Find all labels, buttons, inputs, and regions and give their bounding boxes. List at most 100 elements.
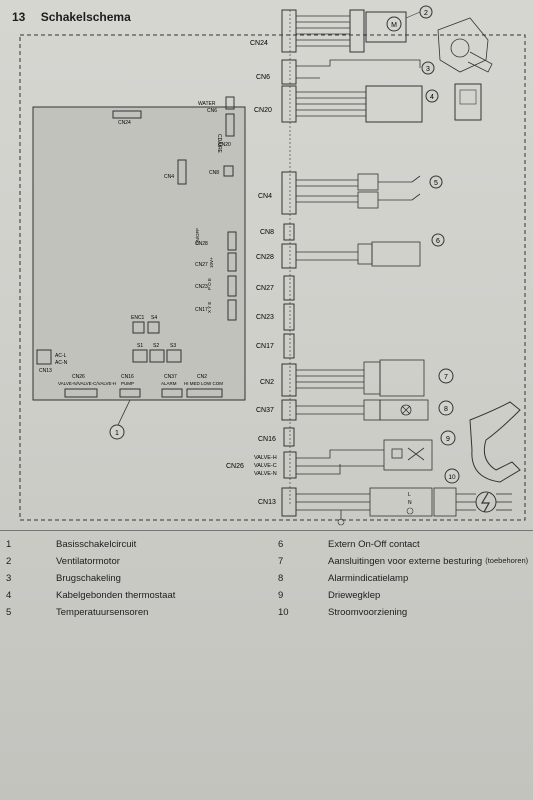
cn17-connector: [283, 333, 295, 359]
three-way-valve-illustration: [469, 401, 521, 483]
pcb-s1-switch: [132, 349, 148, 363]
pcb-cn6-label: CN6: [207, 108, 217, 114]
fan-motor-connector: [349, 9, 365, 53]
pcb-s3-label: S3: [170, 343, 176, 349]
legend-item: 6 Extern On-Off contact: [278, 539, 420, 550]
legend: 1 Basisschakelcircuit 2 Ventilatormotor …: [0, 530, 533, 631]
thermostat-box: [365, 85, 423, 123]
pcb-cdaire-label: CDAIRE: [216, 134, 222, 154]
pcb-enc1-label: ENC1: [131, 315, 145, 321]
cn28-label: CN28: [256, 254, 274, 261]
legend-item: 7 Aansluitingen voor externe besturing (…: [278, 556, 529, 567]
pcb-cn8-socket: [223, 165, 234, 177]
pcb-cn27-socket: [227, 252, 237, 272]
pcb-cn4-label: CN4: [164, 174, 174, 180]
pcb-cn16-socket: [119, 388, 141, 398]
cn20-label: CN20: [254, 107, 272, 114]
section-title: Schakelschema: [40, 10, 131, 24]
pcb-s2-label: S2: [153, 343, 159, 349]
callout-1: [109, 424, 125, 440]
cn4-connector: [281, 171, 297, 215]
callout-2: [419, 5, 433, 19]
callout-7: [438, 368, 454, 384]
callout-5-label: 5: [434, 180, 438, 187]
pcb-cn37-socket: [161, 388, 183, 398]
valve-n-label: VALVE-N: [254, 471, 277, 477]
cn27-label: CN27: [256, 285, 274, 292]
pcb-cn4-socket: [177, 159, 187, 185]
cn27-connector: [283, 275, 295, 301]
cn23-label: CN23: [256, 314, 274, 321]
section-heading: 13 Schakelschema: [12, 10, 143, 24]
cn13-label: CN13: [258, 499, 276, 506]
pcb-s1-label: S1: [137, 343, 143, 349]
fan-motor-illustration: [437, 17, 493, 73]
callout-3: [421, 61, 435, 75]
callout-3-label: 3: [426, 66, 430, 73]
pcb-cn28-label: CN28: [195, 241, 208, 247]
callout-8-label: 8: [444, 406, 448, 413]
pcb-cn26-label: CN26: [72, 374, 85, 380]
cn2-connector: [281, 363, 297, 397]
pcb-s4-label: S4: [151, 315, 157, 321]
pcb-cn26-socket: [64, 388, 98, 398]
chassis-ground-icon: [337, 518, 345, 526]
pcb-cn6-socket: [225, 96, 235, 110]
cn13-connector: [281, 487, 297, 517]
callout-1-label: 1: [115, 430, 119, 437]
motor-icon: [386, 16, 402, 32]
cn26-connector: [283, 451, 297, 479]
power-l-label: L: [408, 492, 411, 498]
pcb-cn17-label: CN17: [195, 307, 208, 313]
valve-h-label: VALVE-H: [254, 455, 277, 461]
enclosure-outline: [19, 34, 526, 521]
callout-10-label: 10: [448, 474, 456, 481]
pcb-cn24-label: CN24: [118, 120, 131, 126]
legend-item: 3 Brugschakeling: [6, 573, 121, 584]
cn6-label: CN6: [256, 74, 270, 81]
pcb-cn23-label: CN23: [195, 284, 208, 290]
pcb-cn13-label: CN13: [39, 368, 52, 374]
callout-2-label: 2: [424, 10, 428, 17]
ground-symbol-icon: [406, 507, 414, 515]
pcb-cn28-socket: [227, 231, 237, 251]
legend-item: 8 Alarmindicatielamp: [278, 573, 409, 584]
cn6-connector: [281, 59, 297, 85]
legend-item: 4 Kabelgebonden thermostaat: [6, 590, 176, 601]
pcb-onoff-label: ON/OFF: [195, 228, 200, 245]
legend-item: 5 Temperatuursensoren: [6, 607, 149, 618]
thermostat-illustration: [454, 83, 482, 121]
pcb-poe-label: P O E: [207, 278, 212, 290]
pcb-acn-label: AC-N: [55, 360, 68, 366]
cn8-label: CN8: [260, 229, 274, 236]
cn16-connector: [283, 427, 295, 447]
cn37-connector: [281, 399, 297, 421]
legend-item: 10 Stroomvoorziening: [278, 607, 408, 618]
power-n-label: N: [408, 500, 412, 506]
pcb-cn23-socket: [227, 275, 237, 297]
pcb-pump-label: PUMP: [121, 381, 134, 386]
power-supply-icon: [475, 491, 497, 513]
callout-7-label: 7: [444, 374, 448, 381]
callout-9: [440, 430, 456, 446]
pcb-cn2-socket: [186, 388, 223, 398]
callout-9-label: 9: [446, 436, 450, 443]
cn23-connector: [283, 303, 295, 331]
pcb-s4-switch: [147, 321, 160, 334]
pcb-cn20-socket: [225, 113, 235, 137]
wiring-diagram: CN24 WATER CN6 CDAIRE CN20 CN4 CN8 CN28 …: [19, 5, 526, 526]
legend-item: 9 Driewegklep: [278, 590, 381, 601]
cn4-label: CN4: [258, 193, 272, 200]
cn16-label: CN16: [258, 436, 276, 443]
cn26-label: CN26: [226, 463, 244, 470]
pcb-speeds-label: HI MED LOW COM: [184, 381, 223, 386]
pcb-cn20-label: CN20: [218, 142, 231, 148]
section-number: 13: [12, 10, 26, 24]
callout-6-label: 6: [436, 238, 440, 245]
callout-10: [444, 468, 460, 484]
pcb-xye-label: X Y E: [207, 302, 212, 313]
pcb-cn2-label: CN2: [197, 374, 207, 380]
cn24-connector: [281, 9, 297, 53]
cn2-label: CN2: [260, 379, 274, 386]
